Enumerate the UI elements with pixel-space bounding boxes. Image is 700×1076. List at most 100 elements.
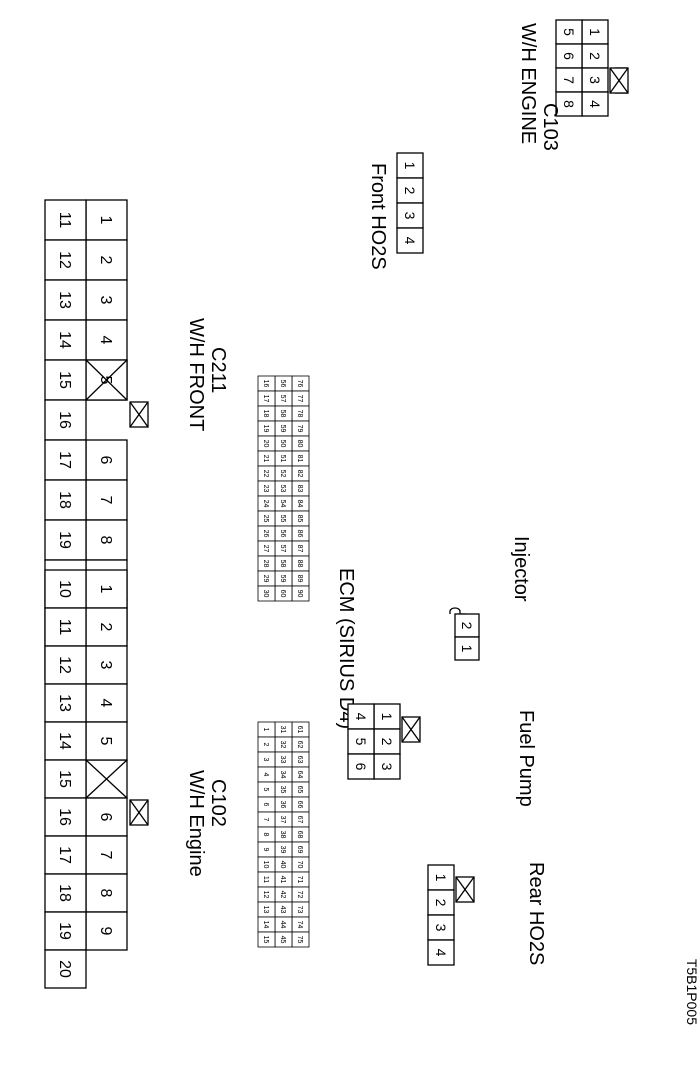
ecm-right-pin-58: 58 [279,410,286,418]
ecm-right-pin-18: 18 [262,410,269,418]
c102-pin-12: 12 [56,656,73,674]
c211-pin-17: 17 [56,451,73,469]
ecm-left-pin-block: 6162636465666768697071727374753132333435… [257,721,310,948]
ecm-right-pin-50: 50 [279,440,286,448]
rear-ho2s-pin-1: 1 [433,874,449,882]
ecm-right-pin-76: 76 [296,380,303,388]
c103-pin-8: 8 [561,100,577,108]
c211-pin-15: 15 [56,371,73,389]
c102-pin-11: 11 [56,619,73,636]
ecm-right-pin-51: 51 [279,455,286,463]
fuel-pump-pin-4: 4 [353,713,369,721]
fuel-pump-label: Fuel Pump [515,710,537,807]
c211-pin-11: 11 [56,212,73,229]
ecm-right-pin-19: 19 [262,425,269,433]
ecm-right-pin-56: 56 [279,530,286,538]
ecm-right-pin-22: 22 [262,470,269,478]
c102-pin-10: 10 [56,580,73,598]
c211-pin-1: 1 [97,216,114,225]
c102-label: C102 [207,779,229,827]
c102-pin-6: 6 [97,813,114,822]
fuel-pump-pin-6-cell [347,753,375,780]
ecm-left-pin-71: 71 [296,876,303,884]
c211-pin-4: 4 [97,336,114,345]
c211-pin-2: 2 [97,256,114,265]
ecm-left-pin-74: 74 [296,921,303,929]
ecm-left-pin-64: 64 [296,771,303,779]
c103-pin-3: 3 [587,76,603,84]
c102-pin-15: 15 [56,770,73,788]
ecm-right-pin-54: 54 [279,500,286,508]
front-ho2s-pin-4: 4 [402,237,418,245]
ecm-right-pin-89: 89 [296,575,303,583]
ecm-left-pin-15: 15 [262,936,269,944]
ecm-right-pin-24: 24 [262,500,269,508]
c102-pin-20-cell [44,949,87,989]
ecm-left-pin-15-cell [257,931,276,948]
ecm-left-pin-12: 12 [262,891,269,899]
rear-ho2s-pin-2: 2 [433,899,449,907]
ecm-right-pin-20: 20 [262,440,269,448]
ecm-right-pin-58: 58 [279,560,286,568]
c103-pin-4: 4 [587,100,603,108]
injector-pin-grid: 21 [454,613,480,661]
ecm-left-pin-31: 31 [279,726,286,734]
ecm-right-pin-23: 23 [262,485,269,493]
ecm-right-pin-59: 59 [279,425,286,433]
ecm-right-pin-52: 52 [279,470,286,478]
front-ho2s-pin-3: 3 [402,212,418,220]
ecm-right-pin-81: 81 [296,455,303,463]
c102-pin-8: 8 [97,889,114,898]
ecm-right-pin-30-cell [257,585,276,602]
ecm-right-pin-88: 88 [296,560,303,568]
ecm-left-pin-67: 67 [296,816,303,824]
ecm-left-pin-69: 69 [296,846,303,854]
ecm-left-pin-38: 38 [279,831,286,839]
ecm-right-pin-56: 56 [279,380,286,388]
ecm-left-pin-5: 5 [262,788,269,792]
c102-pin-14: 14 [56,732,73,750]
front-ho2s-pin-2: 2 [402,187,418,195]
c103-pin-1: 1 [587,28,603,36]
injector-pin-2: 2 [459,622,475,630]
c102-pin-4: 4 [97,699,114,708]
ecm-left-pin-40: 40 [279,861,286,869]
ecm-right-pin-28: 28 [262,560,269,568]
ecm-left-pin-13: 13 [262,906,269,914]
ecm-left-pin-35: 35 [279,786,286,794]
c102-pin-19: 19 [56,922,73,940]
ecm-right-pin-27: 27 [262,545,269,553]
c102-pin-5: 5 [97,737,114,746]
c102-pin-13: 13 [56,694,73,712]
ecm-left-pin-73: 73 [296,906,303,914]
connector-ecm: 7677787980818283848586878889905657585950… [257,375,357,948]
c211-label: C211 [207,347,229,393]
ecm-left-pin-3: 3 [262,758,269,762]
ecm-right-pin-57: 57 [279,545,286,553]
fuel-pump-pin-5: 5 [353,738,369,746]
ecm-right-pin-77: 77 [296,395,303,403]
ecm-right-pin-79: 79 [296,425,303,433]
ecm-left-pin-43: 43 [279,906,286,914]
ecm-left-pin-70: 70 [296,861,303,869]
ecm-label: ECM (SIRIUS D4) [335,568,357,729]
ecm-left-pin-32: 32 [279,741,286,749]
figure-code: T5B1P005 [684,959,700,1025]
ecm-right-pin-87: 87 [296,545,303,553]
ecm-right-pin-82: 82 [296,470,303,478]
injector-latch [449,607,466,615]
rear-ho2s-label: Rear HO2S [525,862,547,965]
ecm-right-pin-block: 7677787980818283848586878889905657585950… [257,375,310,602]
injector-pin-1: 1 [459,645,475,653]
c211-pin-14: 14 [56,331,73,349]
ecm-left-pin-33: 33 [279,756,286,764]
rear-ho2s-pin-4-cell [427,939,455,966]
c211-pin-8: 8 [97,536,114,545]
ecm-right-pin-90: 90 [296,590,303,598]
c102-pin-18: 18 [56,884,73,902]
